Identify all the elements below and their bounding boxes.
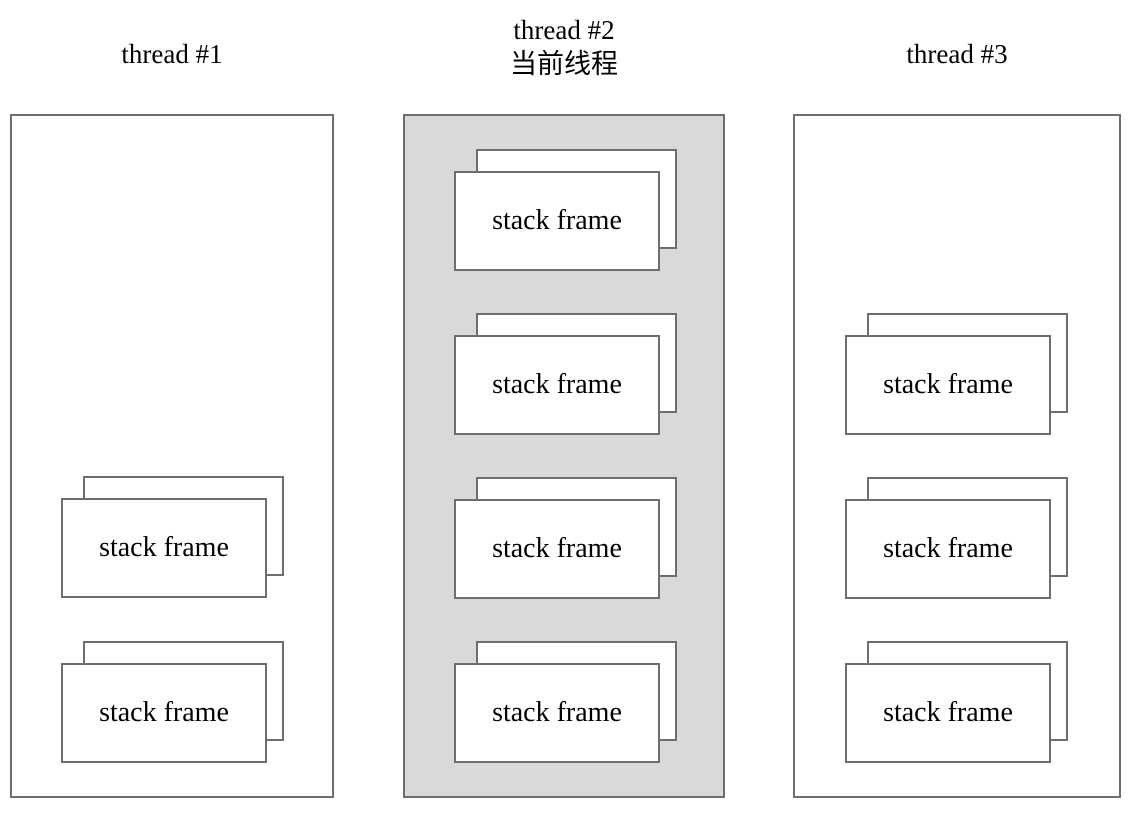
stack-frame-label: stack frame bbox=[883, 533, 1013, 564]
thread-title-main-1: thread #1 bbox=[121, 39, 223, 69]
thread-title-main-3: thread #3 bbox=[906, 39, 1008, 69]
stack-frame-label: stack frame bbox=[492, 697, 622, 728]
stack-frame-label: stack frame bbox=[883, 369, 1013, 400]
stack-frame-front-card[interactable]: stack frame bbox=[845, 663, 1051, 763]
stack-frame-front-card[interactable]: stack frame bbox=[845, 499, 1051, 599]
stack-frame-front-card[interactable]: stack frame bbox=[454, 171, 660, 271]
thread-title-2: thread #2 当前线程 bbox=[403, 14, 725, 81]
stack-frame-label: stack frame bbox=[492, 369, 622, 400]
thread-title-1: thread #1 bbox=[10, 38, 334, 71]
stack-frame-front-card[interactable]: stack frame bbox=[61, 498, 267, 598]
stack-frame-label: stack frame bbox=[492, 533, 622, 564]
stack-frame-front-card[interactable]: stack frame bbox=[454, 663, 660, 763]
stack-frame-label: stack frame bbox=[99, 532, 229, 563]
stack-frame-label: stack frame bbox=[883, 697, 1013, 728]
stack-frame-front-card[interactable]: stack frame bbox=[845, 335, 1051, 435]
stack-frame-label: stack frame bbox=[492, 205, 622, 236]
stack-frame-label: stack frame bbox=[99, 697, 229, 728]
thread-title-subtitle-2: 当前线程 bbox=[510, 49, 618, 79]
thread-title-3: thread #3 bbox=[793, 38, 1121, 71]
stack-frame-front-card[interactable]: stack frame bbox=[454, 335, 660, 435]
stack-frame-front-card[interactable]: stack frame bbox=[61, 663, 267, 763]
thread-title-main-2: thread #2 bbox=[513, 15, 615, 45]
stack-frame-front-card[interactable]: stack frame bbox=[454, 499, 660, 599]
